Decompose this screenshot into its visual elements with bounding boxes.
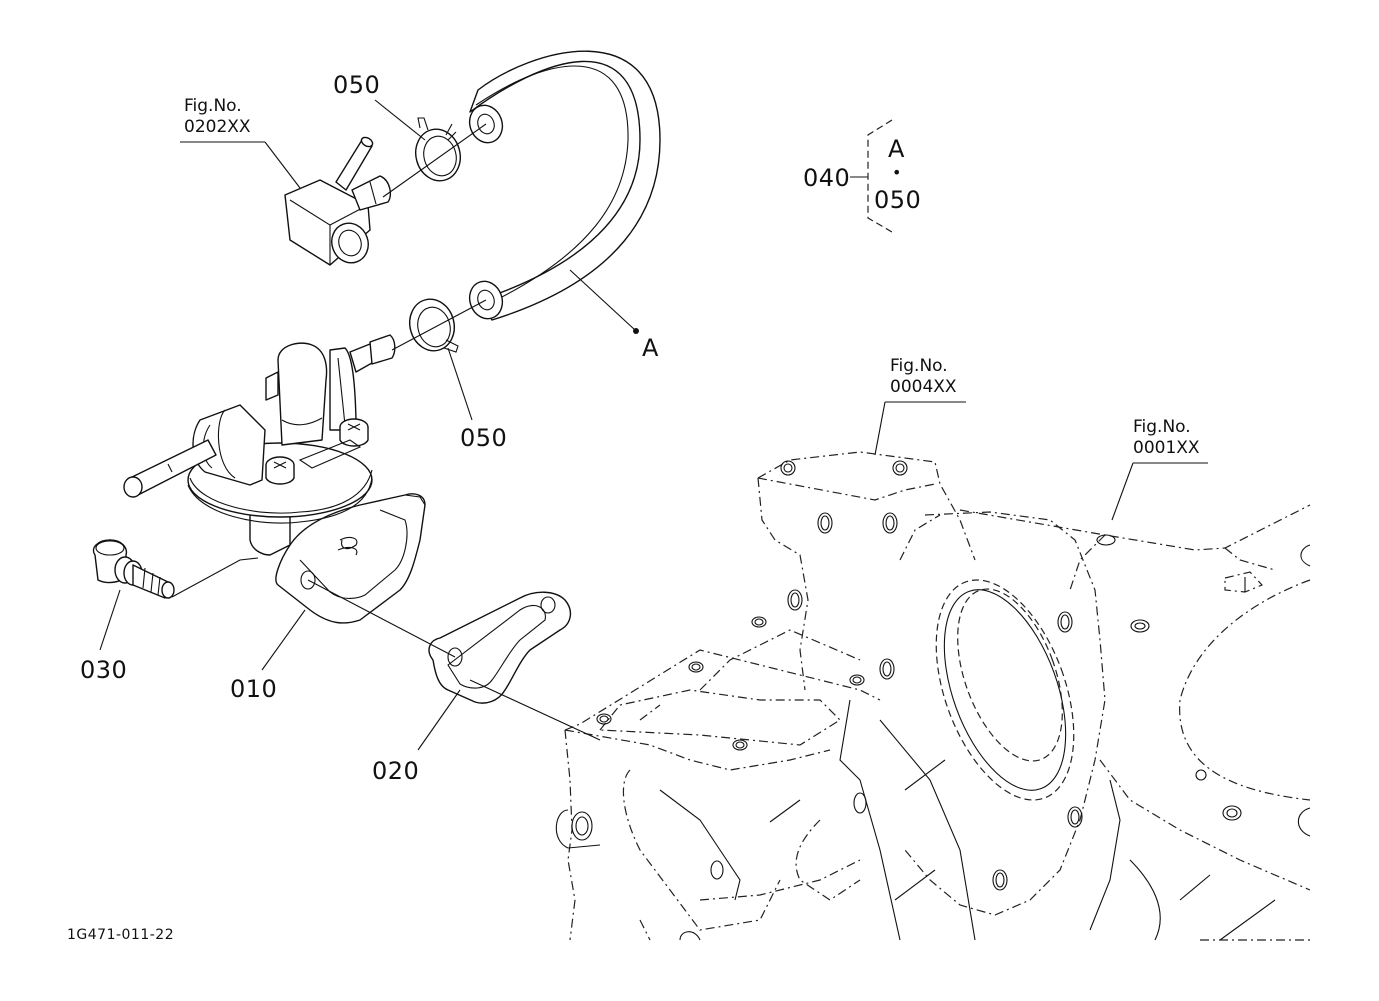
fig-ref-0001xx: Fig.No. 0001XX [1133,417,1200,459]
reference-point-a [633,328,639,334]
set-note-050: 050 [874,186,922,214]
banjo-bolt-fitting [92,539,175,599]
fig-ref-number: 0001XX [1133,438,1200,458]
fig-ref-0004xx: Fig.No. 0004XX [890,356,957,398]
hose-clamp-bottom [409,298,459,353]
fuel-fitting-nut [284,136,392,266]
set-note-a: A [888,135,905,163]
part-label-040: 040 [803,164,851,192]
part-label-010: 010 [230,675,278,703]
leader-lines [99,99,1208,751]
drawing-code: 1G471-011-22 [67,927,175,943]
fig-ref-title: Fig.No. [1133,417,1191,437]
fig-ref-number: 0202XX [184,117,251,137]
part-label-020: 020 [372,757,420,785]
part-label-a: A [642,334,659,362]
assembly-lines [171,123,601,741]
fig-ref-title: Fig.No. [184,96,242,116]
engine-block-housing [555,451,1311,941]
part-label-050-top: 050 [333,71,381,99]
part-label-050-mid: 050 [460,424,508,452]
pump-gasket [428,591,572,704]
fig-ref-title: Fig.No. [890,356,948,376]
fig-ref-number: 0004XX [890,377,957,397]
fuel-pump [123,334,426,624]
fuel-hose [468,50,661,321]
fig-ref-0202xx: Fig.No. 0202XX [184,96,251,138]
set-note-dot: • [892,163,902,182]
part-label-030: 030 [80,656,128,684]
hose-clamp-top [415,117,461,182]
